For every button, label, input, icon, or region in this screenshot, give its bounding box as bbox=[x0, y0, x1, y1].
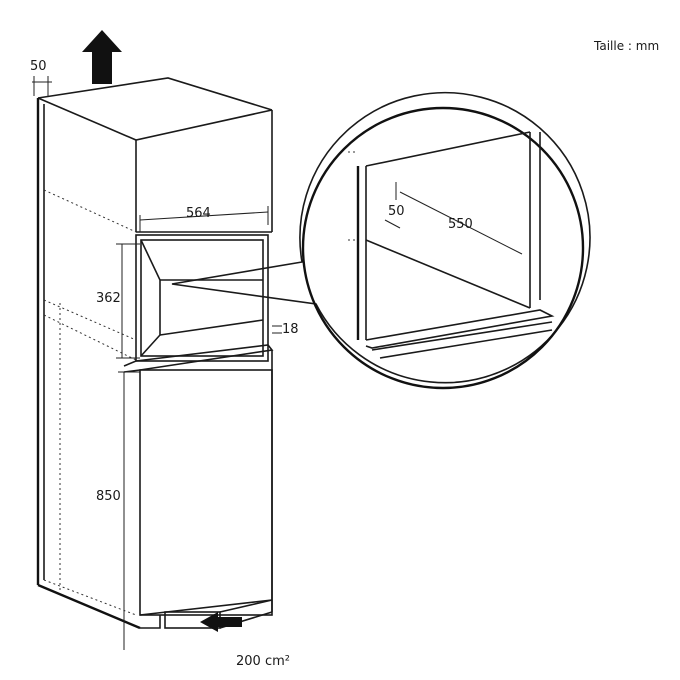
vent-area-label: 200 cm² bbox=[236, 654, 290, 669]
zoom-detail bbox=[348, 131, 555, 359]
niche-height-label: 362 bbox=[96, 291, 121, 306]
cabinet-outline bbox=[36, 77, 274, 630]
zoom-gap-label: 50 bbox=[388, 204, 405, 219]
unit-note: Taille : mm bbox=[593, 39, 659, 53]
niche-width-dimension bbox=[139, 206, 269, 232]
top-gap-label: 50 bbox=[30, 59, 47, 74]
lower-height-label: 850 bbox=[96, 489, 121, 504]
niche-width-label: 564 bbox=[186, 206, 211, 221]
zoom-depth-label: 550 bbox=[448, 217, 473, 232]
shelf-thickness-dimension bbox=[272, 325, 282, 334]
arrow-up-icon bbox=[82, 30, 122, 84]
arrow-left-icon bbox=[200, 612, 242, 632]
zoom-callout bbox=[171, 91, 591, 390]
lower-height-dimension bbox=[118, 371, 140, 650]
shelf-thickness-label: 18 bbox=[282, 322, 299, 337]
niche-height-dimension bbox=[116, 243, 140, 359]
top-gap-dimension bbox=[32, 76, 52, 96]
